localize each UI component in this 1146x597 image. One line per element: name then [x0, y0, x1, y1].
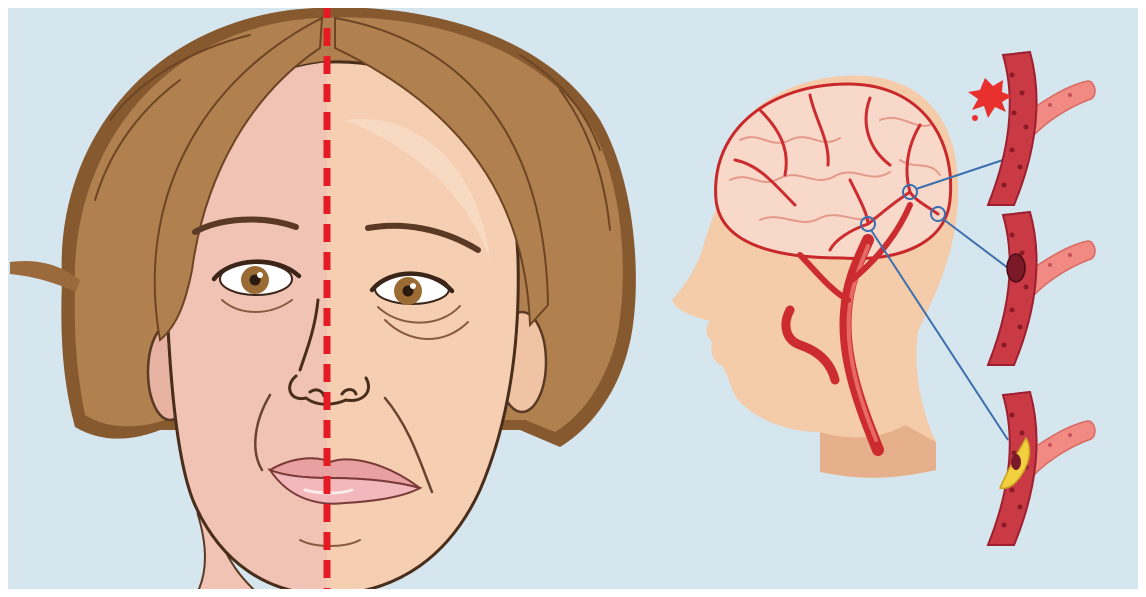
- hemorrhage-droplet: [972, 115, 978, 121]
- clot: [1007, 254, 1025, 282]
- plaque-core: [1011, 454, 1021, 470]
